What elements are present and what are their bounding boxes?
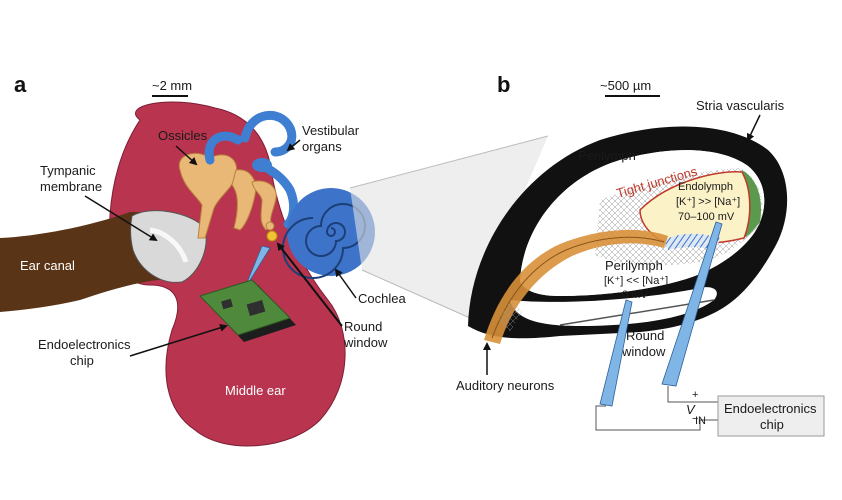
- electrode-perilymph: [599, 299, 633, 407]
- panel-b-letter: b: [497, 72, 510, 97]
- round-window-b-label-1: Round: [626, 328, 664, 343]
- electrode-endolymph: [661, 221, 723, 387]
- endolymph-ion-label: [K⁺] >> [Na⁺]: [676, 196, 740, 208]
- chip-b-label-1: Endoelectronics: [724, 401, 817, 416]
- endoelectronics-chip-box: [717, 395, 825, 437]
- ossicles: [178, 152, 277, 239]
- zoom-projection: [350, 136, 548, 318]
- middle-ear-label: Middle ear: [225, 383, 286, 398]
- round-window-label-1: Round: [344, 319, 382, 334]
- auditory-neuron-bundle: [484, 229, 668, 344]
- vestibular-label-2: organs: [302, 139, 342, 154]
- chip-a-label-2: chip: [70, 353, 94, 368]
- endoelectronics-chip-a: [199, 279, 296, 342]
- panel-b: b ~500 µm Stria vascularis Tight junctio…: [456, 72, 825, 437]
- chip-a-label-1: Endoelectronics: [38, 337, 131, 352]
- cochlear-wall: [468, 126, 788, 339]
- round-window-label-2: window: [343, 335, 388, 350]
- chip-b-label-2: chip: [760, 417, 784, 432]
- perilymph-ion-label: [K⁺] << [Na⁺]: [604, 275, 668, 287]
- ossicles-label: Ossicles: [158, 128, 208, 143]
- tympanic-label-1: Tympanic: [40, 163, 96, 178]
- vin-plus: +: [692, 389, 698, 401]
- endolymph-mv-label: 70–100 mV: [678, 211, 735, 223]
- wire-signal: [667, 386, 718, 403]
- panel-a: a ~2 mm Middle ear Ear canal: [0, 72, 406, 447]
- auditory-neurons-label: Auditory neurons: [456, 378, 555, 393]
- perilymph-top-label: Perilymph: [578, 148, 636, 163]
- vin-label: V: [686, 402, 696, 417]
- electrode-a: [243, 245, 271, 291]
- cochlea-label: Cochlea: [358, 291, 406, 306]
- ear-canal-label: Ear canal: [20, 258, 75, 273]
- tympanic-label-2: membrane: [40, 179, 102, 194]
- scale-bar-b-label: ~500 µm: [600, 78, 651, 93]
- endolymph-label: Endolymph: [678, 181, 733, 193]
- stria-label: Stria vascularis: [696, 98, 785, 113]
- perilymph-bottom-label: Perilymph: [605, 258, 663, 273]
- wire-reference: [595, 405, 718, 431]
- scale-bar-a-label: ~2 mm: [152, 78, 192, 93]
- round-window-b-label-2: window: [621, 344, 666, 359]
- perilymph-mv-label: 0 mV: [622, 289, 648, 301]
- tympanic-membrane: [130, 210, 207, 283]
- vin-minus: −: [692, 413, 698, 425]
- organ-of-corti: [664, 233, 720, 250]
- vin-subscript: IN: [695, 415, 706, 427]
- round-window-contact: [266, 230, 278, 242]
- panel-a-letter: a: [14, 72, 27, 97]
- vestibular-label-1: Vestibular: [302, 123, 360, 138]
